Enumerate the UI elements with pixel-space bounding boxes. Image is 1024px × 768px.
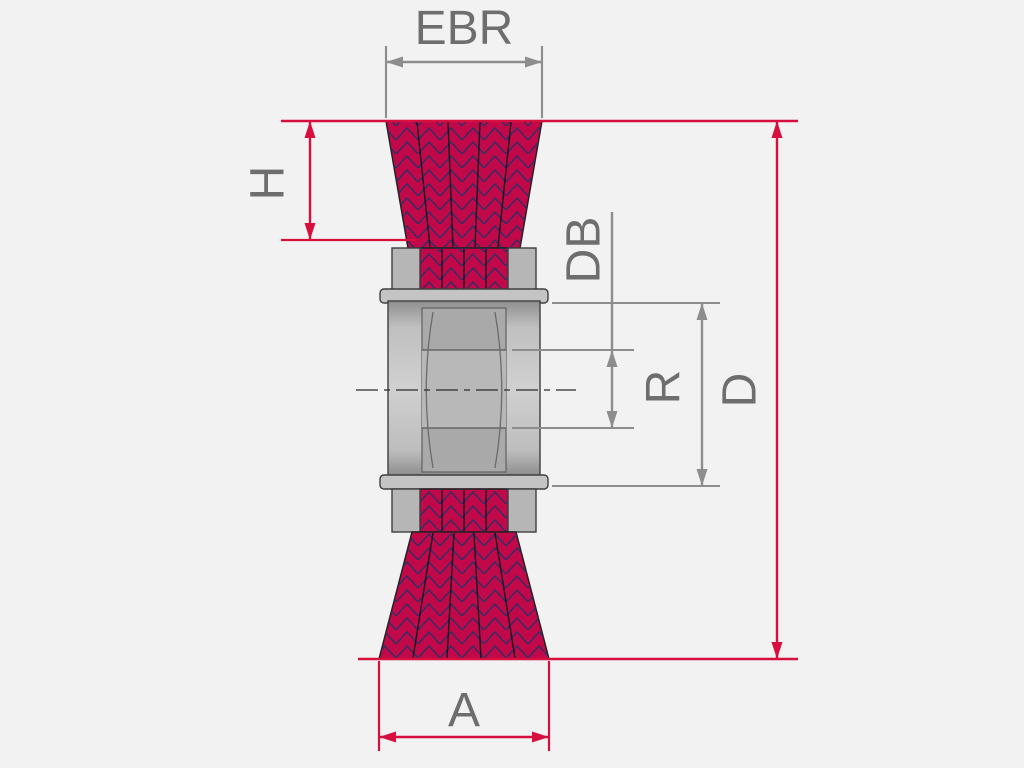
hub-core [356,288,576,490]
hub-bore [422,350,506,428]
clamp-cheek-left [391,488,421,533]
arrowhead-bottom [304,223,316,240]
label-h: H [242,166,295,201]
bristle-segment-line [412,532,434,659]
clamp-cheek-right [507,247,537,292]
clamp-cheek-right [507,488,537,533]
label-d: D [714,373,767,408]
bristle-segment-line [473,532,482,659]
label-ebr: EBR [415,2,514,55]
arrowhead-bottom [771,642,783,659]
dimension-h: H [242,121,416,242]
bristle-bottom-hatch [379,532,549,659]
bristle-segment-line [474,121,481,248]
arrowhead-bottom [606,411,618,428]
clamp-cheek-left [391,247,421,292]
arrowhead-top [696,303,708,320]
arrowhead-left [386,56,403,68]
clamp-ring-top [391,247,537,292]
bristle-section-bottom [378,531,550,660]
dimension-ebr: EBR [384,2,544,118]
dimension-r: R [552,301,720,488]
arrowhead-top [606,350,618,367]
bristle-segment-line [416,121,431,248]
label-r: R [638,370,691,405]
bristle-section-top [385,120,543,249]
dimension-db: DB [512,212,634,430]
arrowhead-top [304,121,316,138]
arrowhead-top [771,121,783,138]
bristle-segment-line [446,532,455,659]
dimension-a: A [377,661,551,751]
dimension-d: D [714,121,783,659]
bore-arc-right [494,311,503,469]
bristle-segment-line [447,121,454,248]
arrowhead-right [532,731,549,743]
bristle-segment-line [497,121,512,248]
arrowhead-right [525,56,542,68]
bristle-segment-line [494,532,516,659]
label-db: DB [558,217,611,284]
hub-flange-bottom [379,474,549,490]
label-a: A [448,684,480,737]
clamp-ring-bottom [391,488,537,533]
arrowhead-bottom [696,469,708,486]
arrowhead-left [379,731,396,743]
bristle-top-hatch [386,121,542,248]
